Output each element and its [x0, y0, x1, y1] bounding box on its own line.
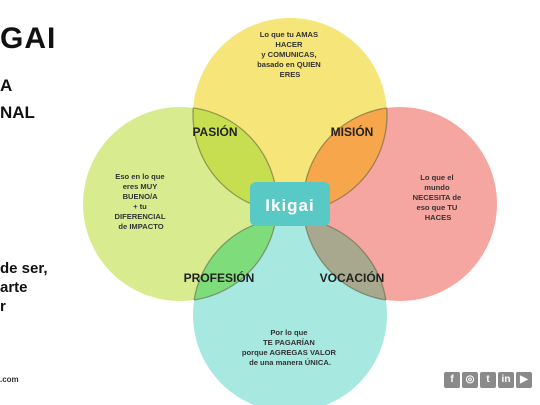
- right-text-line-2: mundo: [424, 183, 450, 192]
- mision-label: MISIÓN: [331, 124, 374, 139]
- top-circle-text: Lo que tu AMAS HACER y COMUNICAS, basado…: [257, 30, 323, 79]
- subtitle-fragment-2: NAL: [0, 103, 35, 122]
- overlap-mision: [303, 107, 387, 212]
- linkedin-icon[interactable]: in: [498, 372, 514, 388]
- bottom-text-line-1: Por lo que: [270, 328, 307, 337]
- ikigai-center-label: Ikigai: [265, 196, 314, 215]
- title-fragment: GAI: [0, 22, 57, 55]
- top-text-line-3: y COMUNICAS,: [261, 50, 316, 59]
- right-text-line-5: HACES: [425, 213, 452, 222]
- left-text-line-4: + tu: [133, 202, 147, 211]
- bottom-text-line-3: porque AGREGAS VALOR: [242, 348, 337, 357]
- bottom-text-line-2: TE PAGARÍAN: [263, 338, 315, 347]
- instagram-icon[interactable]: ◎: [462, 372, 478, 388]
- subtitle-fragment-1: A: [0, 76, 13, 95]
- right-text-line-1: Lo que el: [420, 173, 453, 182]
- body-fragment-1: de ser,: [0, 260, 48, 277]
- top-text-line-2: HACER: [275, 40, 303, 49]
- pasion-label: PASIÓN: [192, 124, 237, 139]
- body-fragment-2: arte: [0, 279, 28, 296]
- top-text-line-4: basado en QUIEN: [257, 60, 321, 69]
- ikigai-center-badge: [250, 182, 330, 226]
- overlap-vocacion: [303, 218, 387, 301]
- facebook-icon[interactable]: f: [444, 372, 460, 388]
- vocacion-label: VOCACIÓN: [320, 270, 385, 285]
- profesion-label: PROFESIÓN: [184, 270, 255, 285]
- twitter-icon[interactable]: t: [480, 372, 496, 388]
- overlap-pasion: [193, 107, 277, 212]
- left-text-line-5: DIFERENCIAL: [114, 212, 165, 221]
- bottom-circle-text: Por lo que TE PAGARÍAN porque AGREGAS VA…: [242, 328, 338, 367]
- right-text-line-4: eso que TU: [416, 203, 457, 212]
- left-text-line-1: Eso en lo que: [115, 172, 164, 181]
- right-circle-text: Lo que el mundo NECESITA de eso que TU H…: [413, 173, 464, 222]
- social-icons-bar: f ◎ t in ▶: [444, 372, 532, 388]
- left-text-line-2: eres MUY: [123, 182, 158, 191]
- body-fragment-3: r: [0, 298, 6, 315]
- right-text-line-3: NECESITA de: [413, 193, 462, 202]
- top-text-line-1: Lo que tu AMAS: [260, 30, 318, 39]
- youtube-icon[interactable]: ▶: [516, 372, 532, 388]
- overlap-profesion: [193, 218, 277, 301]
- top-text-line-5: ERES: [280, 70, 301, 79]
- bottom-text-line-4: de una manera ÚNICA.: [249, 358, 331, 367]
- left-text-line-3: BUENO/A: [123, 192, 159, 201]
- left-circle-text: Eso en lo que eres MUY BUENO/A + tu DIFE…: [114, 172, 167, 231]
- left-text-line-6: de IMPACTO: [118, 222, 163, 231]
- domain-fragment: .com: [0, 375, 19, 384]
